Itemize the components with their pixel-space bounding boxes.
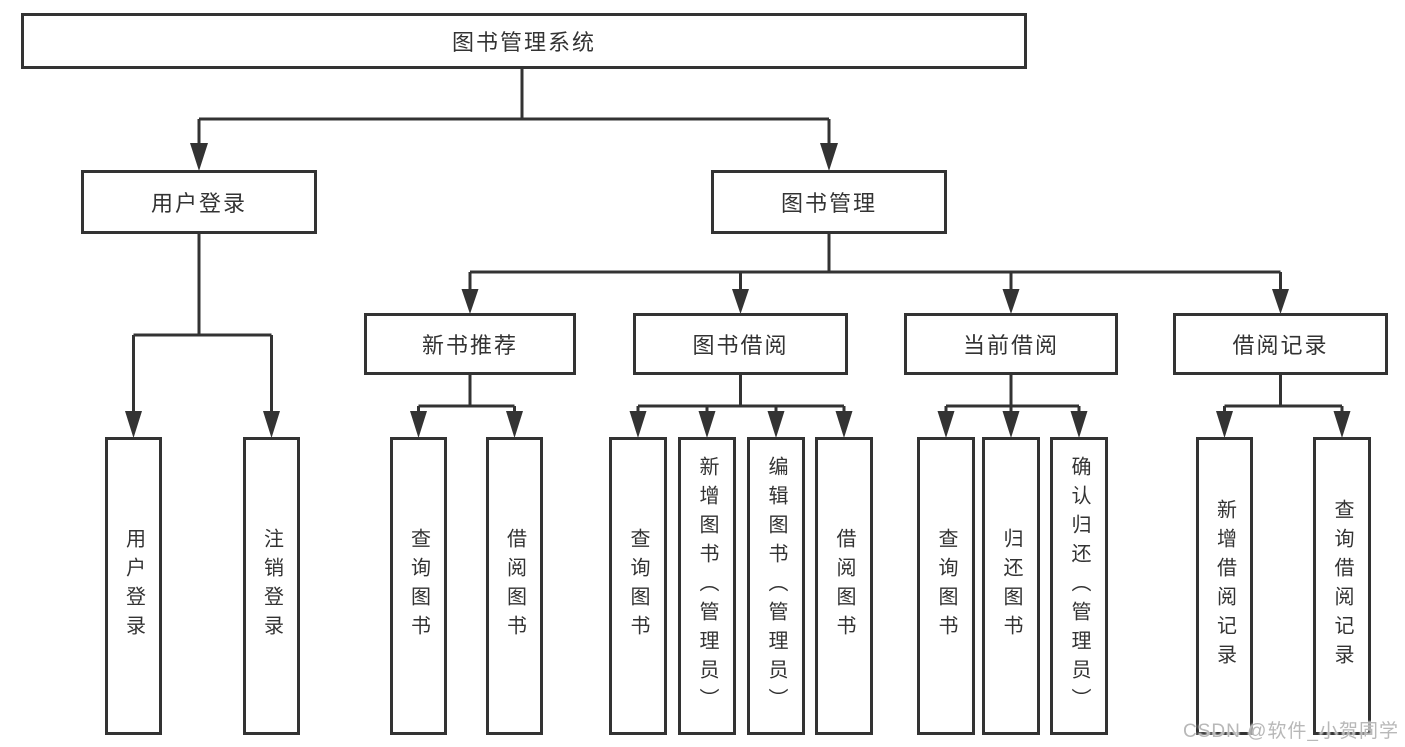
leaf-add-book-admin: 新增图书（管理员） <box>678 437 736 735</box>
leaf-return-books: 归还图书 <box>982 437 1040 735</box>
leaf-query-borrow-record: 查询借阅记录 <box>1313 437 1371 735</box>
leaf-user-login: 用户登录 <box>105 437 162 735</box>
leaf-confirm-return-admin: 确认归还（管理员） <box>1050 437 1108 735</box>
csdn-watermark: CSDN @软件_小贺同学 <box>1183 721 1399 742</box>
leaf-query-books-current: 查询图书 <box>917 437 975 735</box>
leaf-borrow-books-borrowing: 借阅图书 <box>815 437 873 735</box>
leaf-borrow-books-recommend: 借阅图书 <box>486 437 543 735</box>
leaf-add-borrow-record: 新增借阅记录 <box>1196 437 1253 735</box>
node-user-login-branch: 用户登录 <box>81 170 317 234</box>
node-library-system: 图书管理系统 <box>21 13 1027 69</box>
leaf-logout: 注销登录 <box>243 437 300 735</box>
node-book-management-branch: 图书管理 <box>711 170 947 234</box>
leaf-query-books-borrowing: 查询图书 <box>609 437 667 735</box>
node-borrowing-records: 借阅记录 <box>1173 313 1388 375</box>
node-new-book-recommendation: 新书推荐 <box>364 313 576 375</box>
node-book-borrowing: 图书借阅 <box>633 313 848 375</box>
node-current-borrowing: 当前借阅 <box>904 313 1118 375</box>
leaf-edit-book-admin: 编辑图书（管理员） <box>747 437 805 735</box>
leaf-query-books-recommend: 查询图书 <box>390 437 447 735</box>
